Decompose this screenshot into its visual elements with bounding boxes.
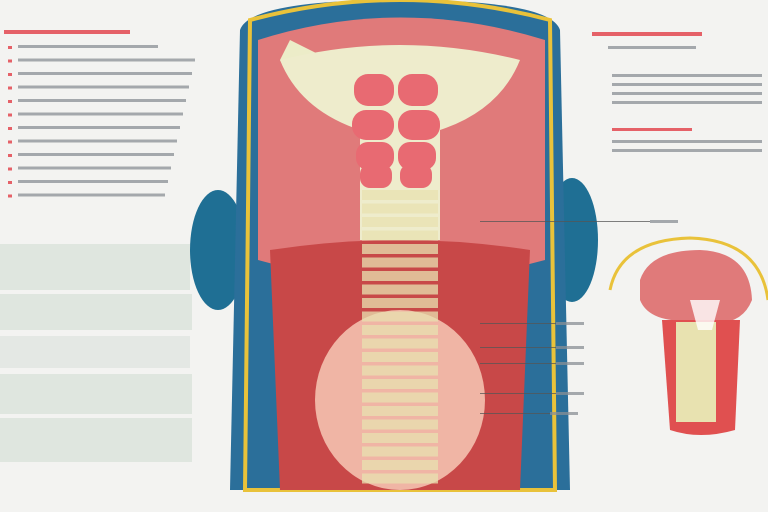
leader-label	[550, 412, 578, 415]
annotation-line	[18, 126, 180, 129]
leader-line	[480, 363, 556, 364]
annotation-line	[612, 149, 762, 152]
annotation-line	[18, 72, 192, 75]
annotation-line	[18, 99, 186, 102]
annotation-heading	[612, 128, 692, 131]
vertebra	[362, 244, 438, 254]
label-panel	[0, 294, 192, 330]
bullet-marker	[8, 59, 12, 63]
vertebra	[362, 379, 438, 389]
bullet-marker	[8, 73, 12, 76]
vertebra	[362, 217, 438, 227]
label-panel	[0, 374, 192, 414]
vertebra	[362, 473, 438, 484]
bullet-marker	[8, 86, 12, 90]
vertebra	[362, 203, 438, 214]
head-cross-section	[190, 0, 598, 492]
leader-line	[480, 323, 556, 324]
vertebra	[362, 257, 438, 268]
vertebra	[362, 352, 438, 362]
annotation-line	[18, 153, 174, 156]
vertebra	[362, 446, 438, 457]
spinal-column	[362, 190, 438, 484]
vertebra	[362, 406, 438, 416]
annotation-line	[608, 46, 696, 49]
bullet-marker	[8, 127, 12, 130]
annotation-line	[18, 180, 168, 183]
bullet-marker	[8, 181, 12, 184]
leader-line	[480, 347, 556, 348]
bullet-marker	[8, 140, 12, 144]
bullet-marker	[8, 194, 12, 198]
inset-spine	[676, 322, 716, 422]
leader-label	[650, 220, 678, 223]
annotation-line	[18, 166, 171, 170]
vertebra	[362, 284, 438, 295]
cerebellum-lobes	[352, 74, 440, 188]
bullet-marker	[8, 113, 12, 117]
inset-brain-diagram	[608, 236, 768, 435]
right-annotations	[480, 32, 762, 415]
label-panel	[0, 336, 190, 368]
bullet-marker	[8, 100, 12, 103]
vertebra	[362, 338, 438, 349]
vertebra	[362, 325, 438, 335]
vertebra	[362, 311, 438, 322]
leader-line	[480, 413, 550, 414]
annotation-heading	[592, 32, 702, 36]
annotation-line	[612, 101, 762, 104]
skull-line	[242, 0, 558, 492]
annotation-heading	[4, 30, 130, 34]
inset-brain	[640, 250, 752, 323]
vertebra	[362, 433, 438, 443]
leader-label	[556, 322, 584, 325]
vertebra	[362, 419, 438, 430]
vertebra	[362, 298, 438, 308]
vertebra	[362, 230, 438, 241]
label-panel	[0, 418, 192, 462]
bullet-marker	[8, 167, 12, 171]
annotation-line	[612, 74, 762, 77]
bullet-marker	[8, 154, 12, 157]
leader-label	[556, 392, 584, 395]
bullet-marker	[8, 46, 12, 49]
vertebra	[362, 190, 438, 200]
left-label-panels	[0, 244, 192, 462]
annotation-line	[612, 140, 762, 143]
vertebra	[362, 365, 438, 376]
annotation-line	[18, 58, 195, 62]
leader-label	[556, 362, 584, 365]
leader-label	[556, 346, 584, 349]
annotation-line	[18, 45, 158, 48]
leader-line	[480, 393, 556, 394]
leader-line	[480, 221, 650, 222]
vertebra	[362, 271, 438, 281]
brainstem	[280, 45, 520, 240]
vertebra	[362, 460, 438, 470]
annotation-line	[612, 92, 762, 95]
annotation-line	[18, 85, 189, 89]
annotation-line	[612, 83, 762, 86]
annotation-line	[18, 112, 183, 116]
label-panel	[0, 244, 190, 290]
left-ear	[190, 190, 246, 310]
annotation-line	[18, 193, 165, 197]
vertebra	[362, 392, 438, 403]
annotation-line	[18, 139, 177, 143]
